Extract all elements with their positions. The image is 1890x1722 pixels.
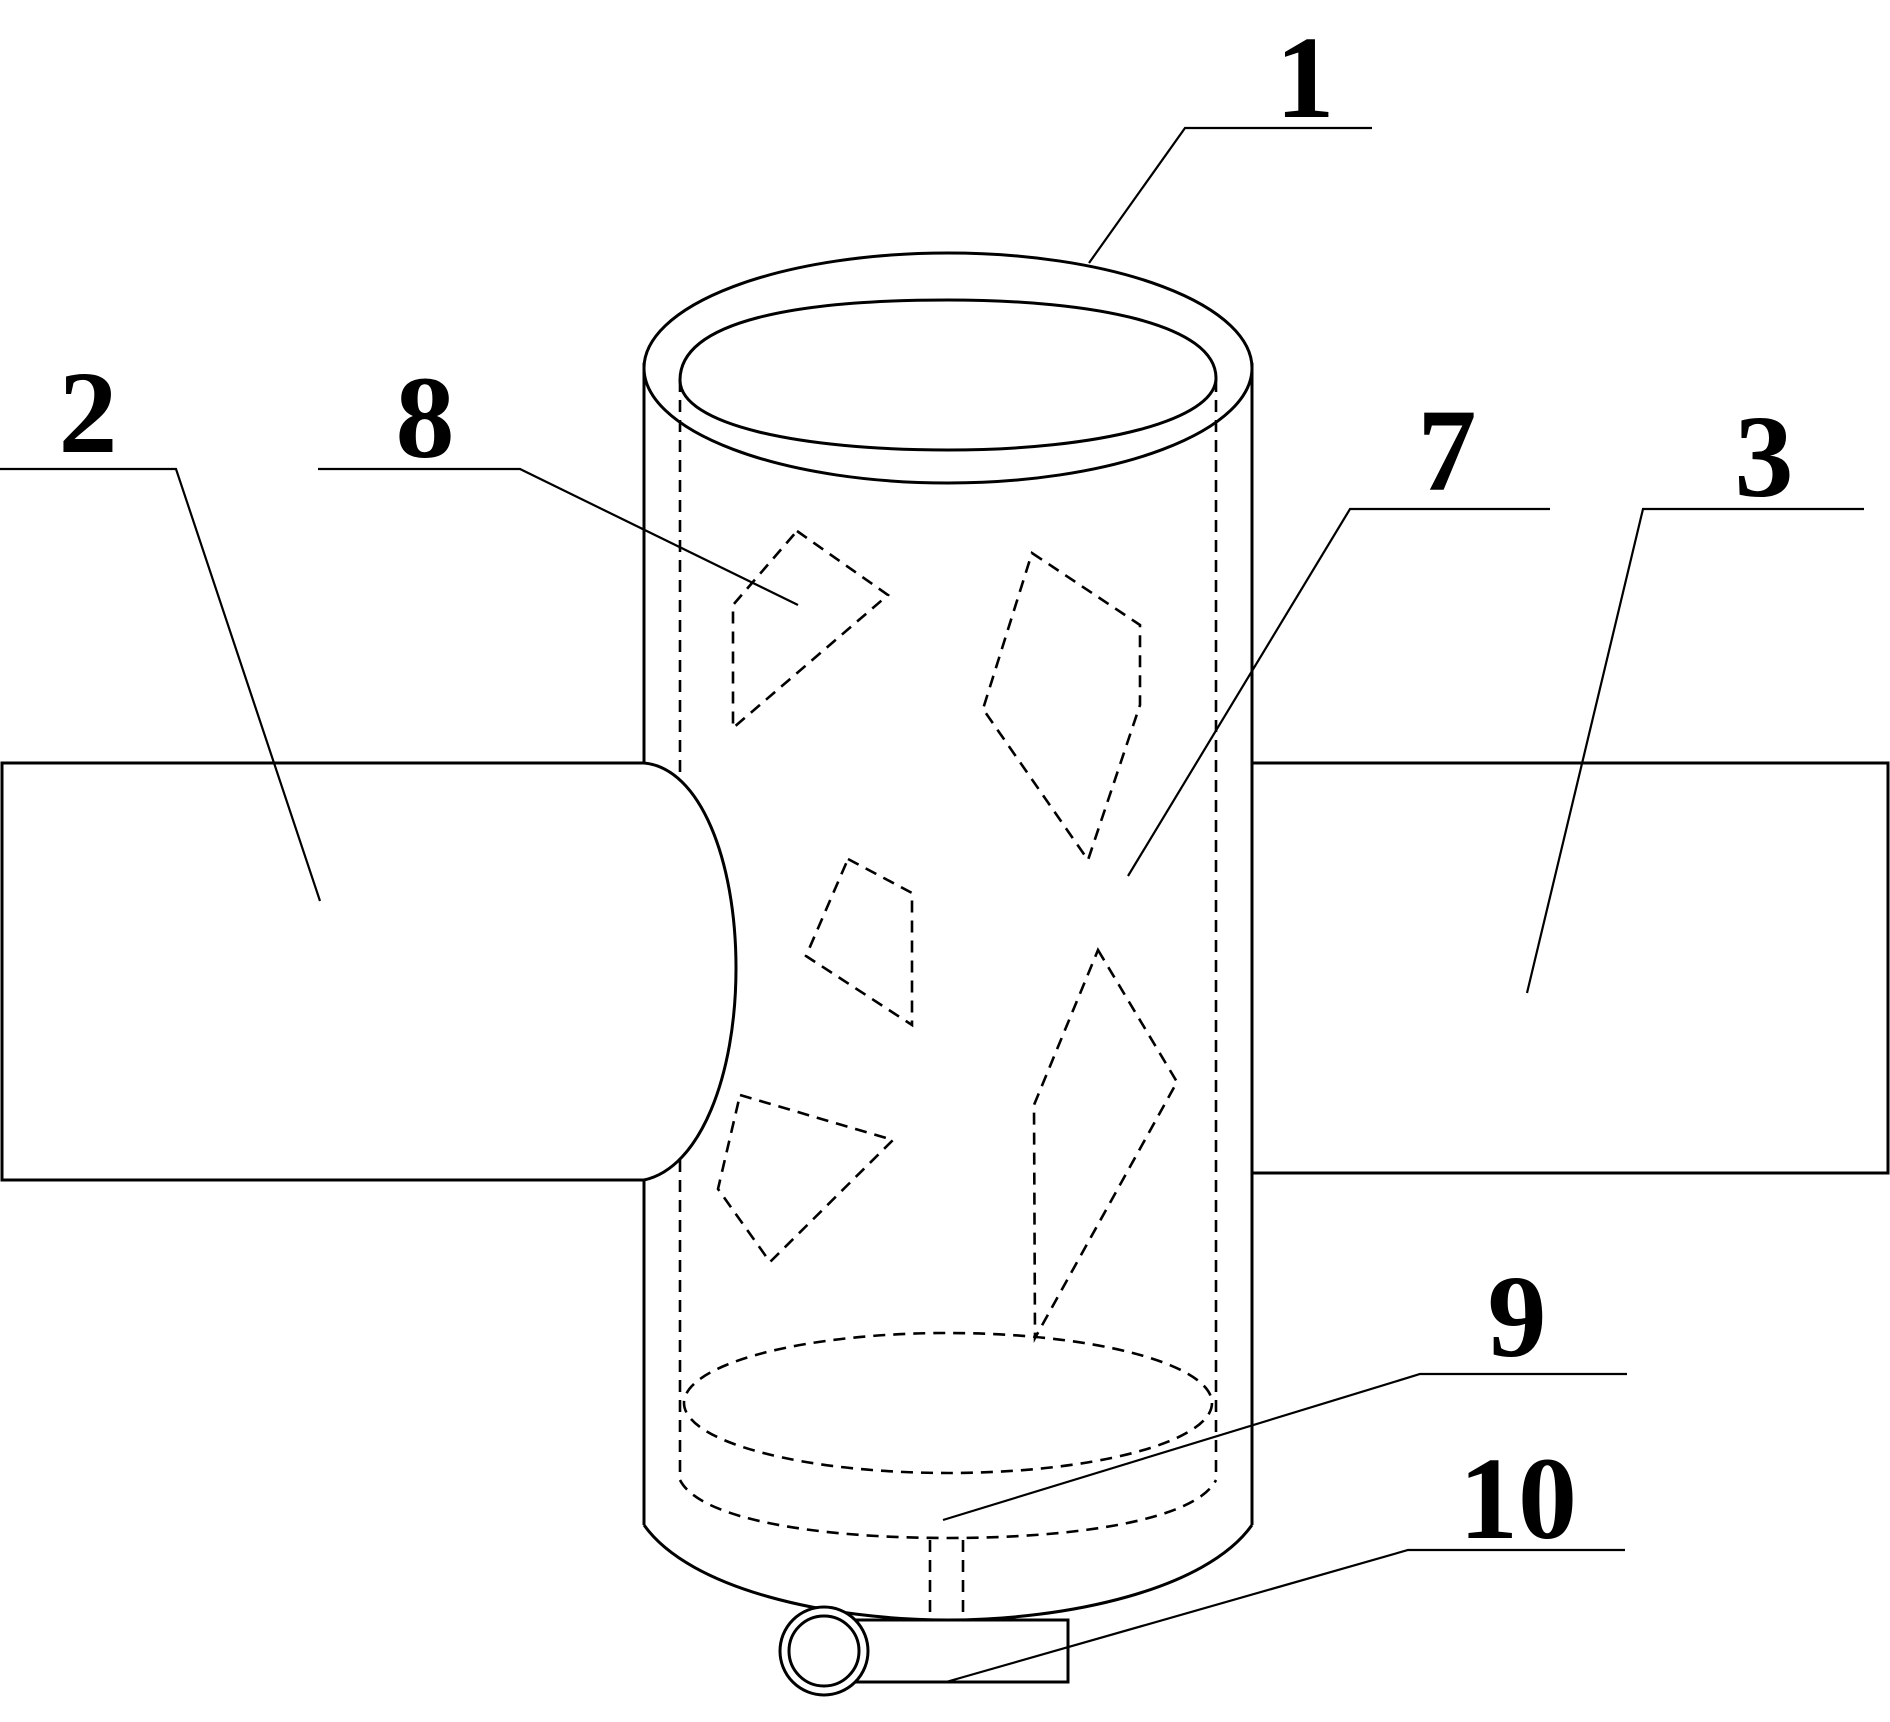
drain-tube [928, 1540, 965, 1620]
leader-lines [0, 126, 1864, 1684]
outlet-pipe [1252, 761, 1890, 1175]
label-2: 2 [59, 347, 118, 478]
drain-valve [778, 1605, 1070, 1697]
label-7: 7 [1418, 385, 1477, 516]
label-1: 1 [1276, 12, 1335, 143]
label-9: 9 [1488, 1251, 1547, 1382]
label-8: 8 [396, 352, 455, 483]
label-3: 3 [1735, 391, 1794, 522]
filter-disc [682, 1331, 1214, 1475]
inlet-pipe [0, 761, 738, 1182]
inner-liner [678, 380, 1218, 1540]
filter-fragments [716, 529, 1179, 1343]
label-10: 10 [1459, 1433, 1577, 1564]
